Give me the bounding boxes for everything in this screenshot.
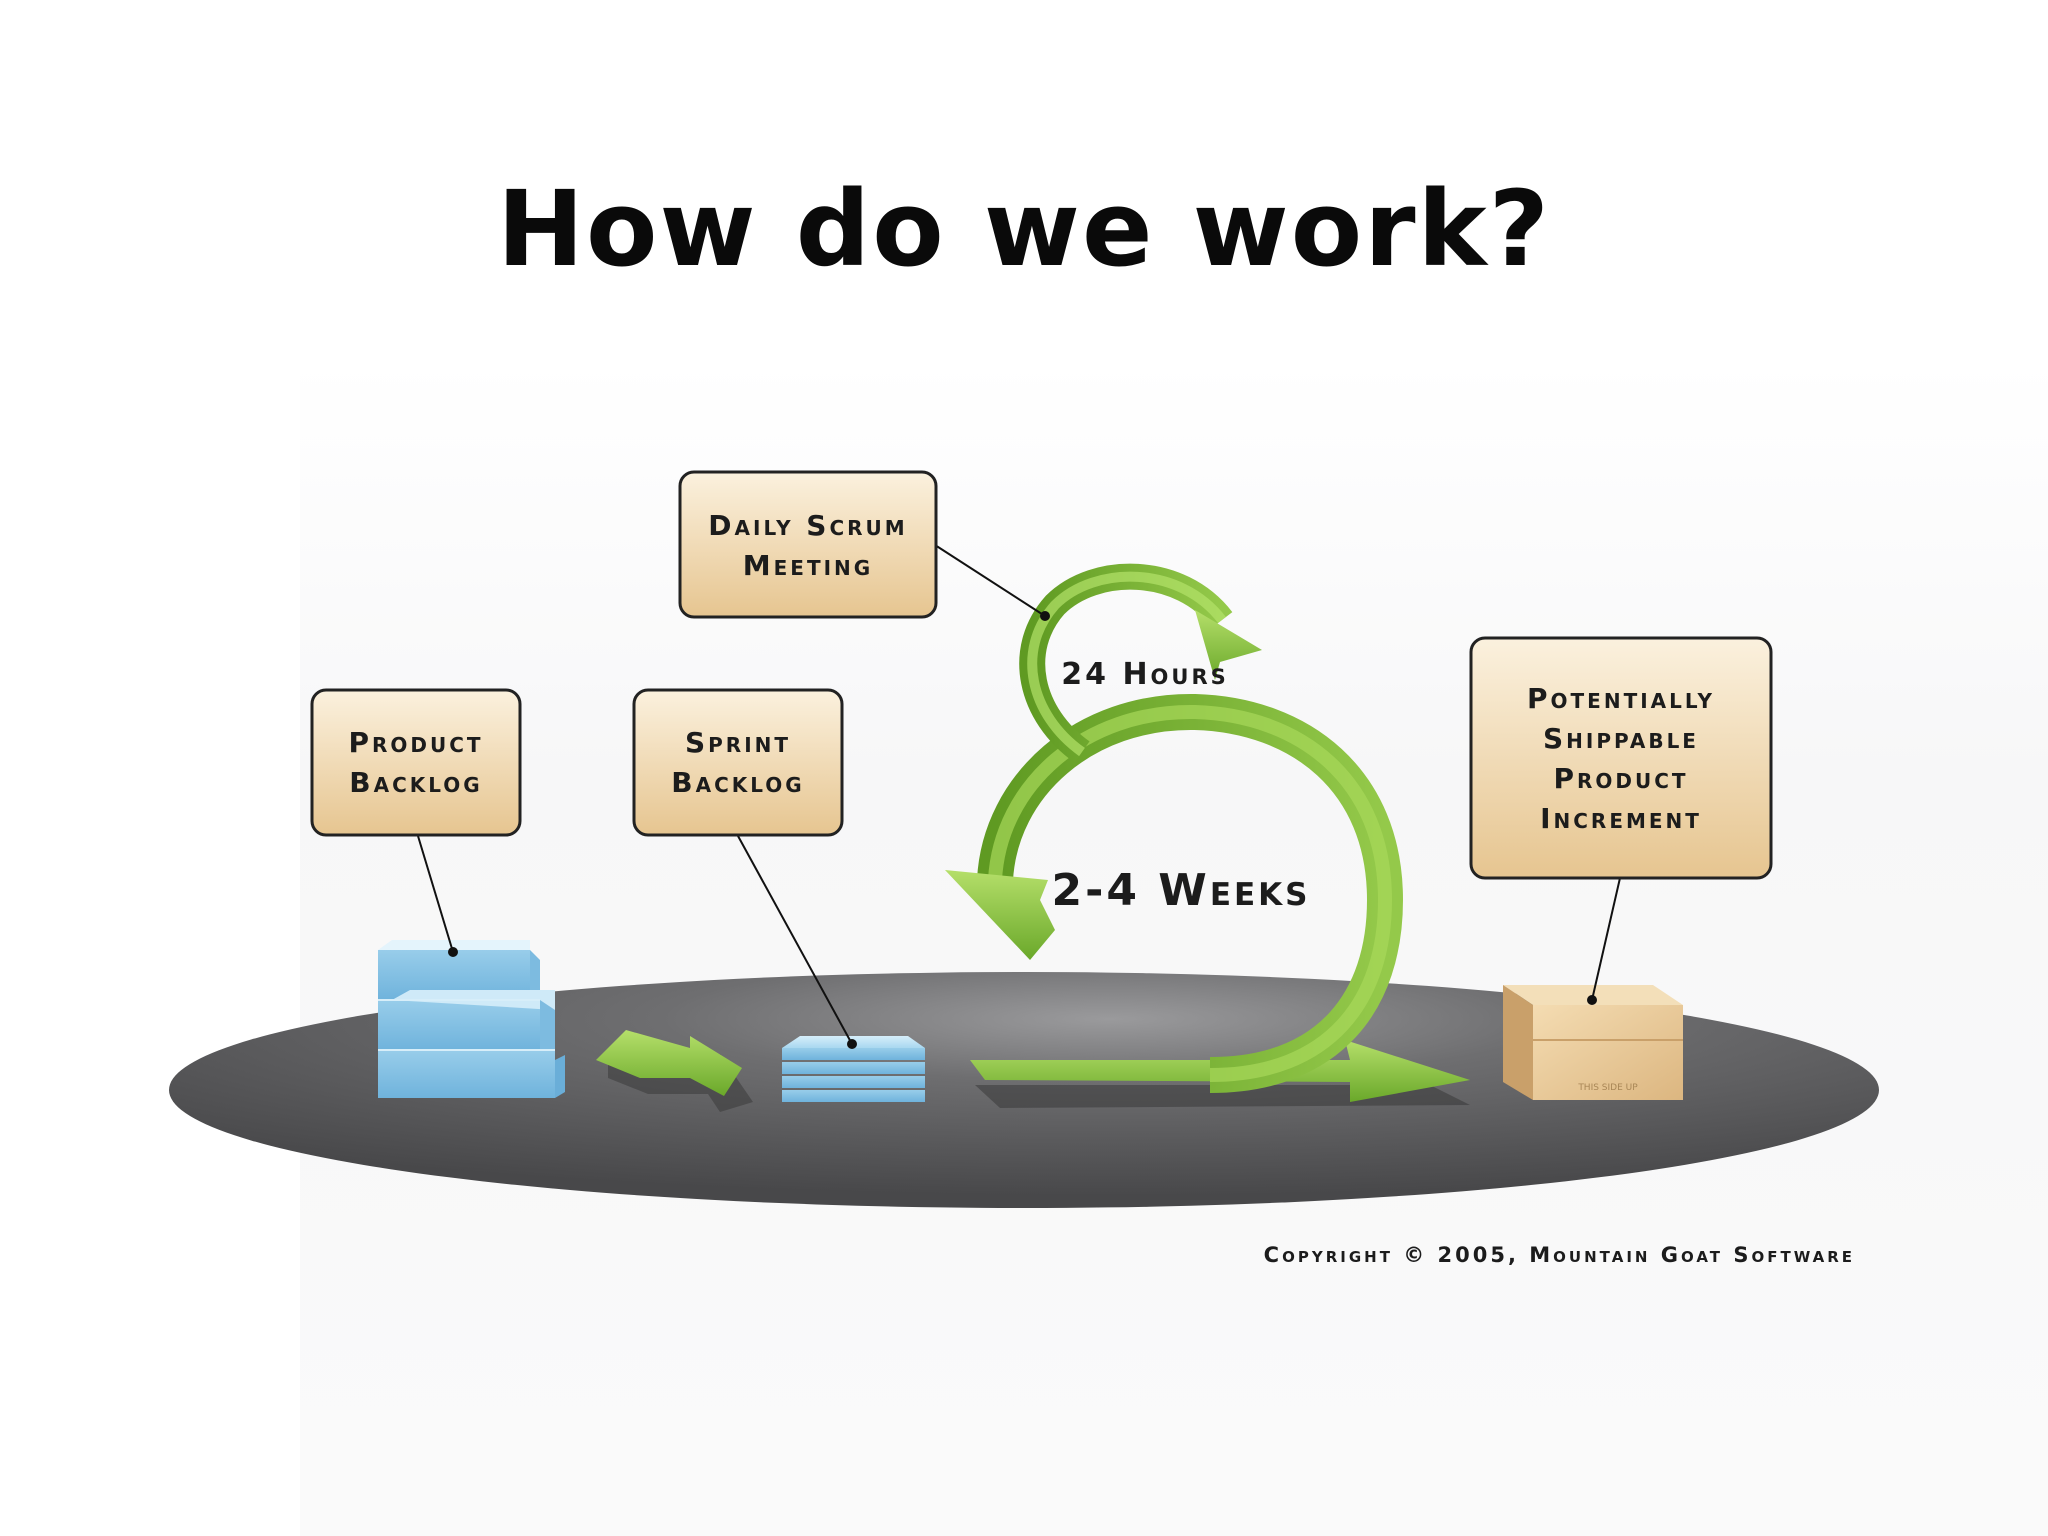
box-sprint-backlog: Sprint Backlog	[632, 688, 844, 837]
box-label-line: Backlog	[349, 766, 482, 799]
box-label-line: Product	[348, 726, 483, 759]
carton-stamp: THIS SIDE UP	[1577, 1083, 1638, 1093]
product-backlog-stack	[378, 940, 565, 1098]
box-label-line: Potentially	[1527, 682, 1715, 715]
box-label-line: Shippable	[1543, 722, 1699, 755]
box-label-line: Backlog	[671, 766, 804, 799]
copyright-notice: Copyright © 2005, Mountain Goat Software	[1264, 1243, 1855, 1267]
shippable-carton: THIS SIDE UP	[1503, 985, 1683, 1100]
box-daily-scrum-meeting: Daily Scrum Meeting	[678, 470, 938, 619]
box-potentially-shippable-product-increment: Potentially Shippable Product Increment	[1469, 636, 1773, 880]
slide-background	[300, 360, 2048, 1536]
sprint-cycle-arrow	[945, 563, 1470, 1108]
box-product-backlog: Product Backlog	[310, 688, 522, 837]
box-label-line: Daily Scrum	[708, 509, 907, 542]
connector-lines	[417, 544, 1621, 1049]
box-label-line: Sprint	[685, 726, 791, 759]
box-label-line: Product	[1553, 762, 1688, 795]
platform-ellipse	[169, 972, 1879, 1208]
slide-title: How do we work?	[496, 168, 1551, 290]
box-label-line: Meeting	[743, 549, 873, 582]
cycle-label-2-4-weeks: 2-4 Weeks	[1051, 865, 1310, 916]
box-label-line: Increment	[1540, 802, 1702, 835]
cycle-label-24-hours: 24 Hours	[1061, 657, 1229, 692]
flow-arrow-small	[596, 1030, 753, 1112]
sprint-backlog-stack	[782, 1036, 925, 1102]
